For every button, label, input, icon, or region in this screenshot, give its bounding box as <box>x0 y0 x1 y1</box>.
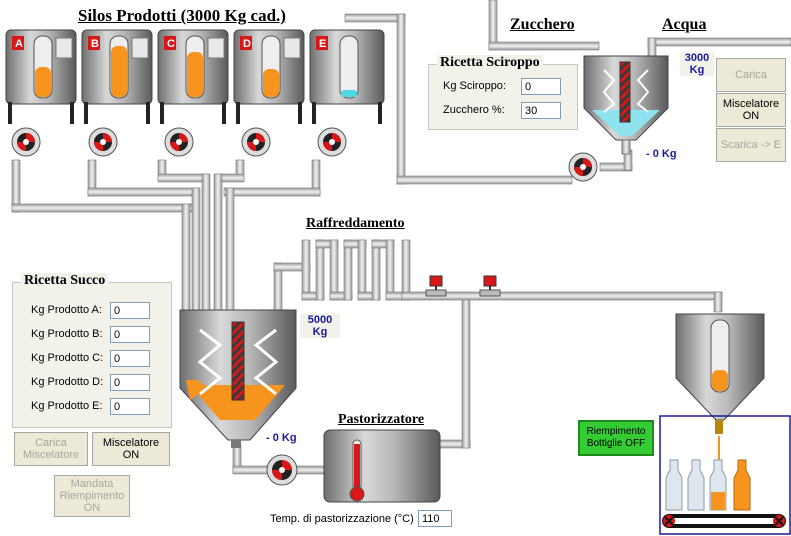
svg-text:D: D <box>243 38 251 50</box>
carica-miscelatore-l2: Miscelatore <box>22 449 80 461</box>
kg-prodotto-a-input[interactable]: 0 <box>110 302 150 319</box>
kg-prodotto-c-label: Kg Prodotto C: <box>31 352 104 364</box>
silo-a: A <box>5 29 77 124</box>
carica-miscelatore-l1: Carica <box>35 437 67 449</box>
kg-sciroppo-label: Kg Sciroppo: <box>443 80 506 92</box>
silo-pumps <box>11 127 347 157</box>
svg-text:C: C <box>167 38 175 50</box>
kg-prodotto-e-label: Kg Prodotto E: <box>31 400 103 412</box>
riempimento-bottiglie-button[interactable]: Riempimento Bottiglie OFF <box>578 420 654 456</box>
miscelatore-state: ON <box>122 449 140 461</box>
silos-title: Silos Prodotti (3000 Kg cad.) <box>78 6 286 25</box>
pipes <box>11 0 791 475</box>
raffreddamento-title: Raffreddamento <box>306 216 405 231</box>
syrup-weight-readout: 3000 Kg <box>680 52 714 76</box>
silo-c: C <box>157 29 229 124</box>
syrup-weight-value: 3000 <box>684 52 710 64</box>
conveyor-right-icon <box>773 515 785 527</box>
svg-text:E: E <box>319 38 326 50</box>
zucchero-title: Zucchero <box>510 16 575 33</box>
svg-text:B: B <box>91 38 99 50</box>
ricetta-succo-legend: Ricetta Succo <box>21 273 109 289</box>
conveyor-left-icon <box>663 515 675 527</box>
kg-prodotto-b-input[interactable]: 0 <box>110 326 150 343</box>
scarica-button[interactable]: Scarica -> E <box>716 128 786 162</box>
svg-text:A: A <box>15 38 23 50</box>
silo-e: E <box>309 29 385 124</box>
kg-prodotto-e-input[interactable]: 0 <box>110 398 150 415</box>
miscelatore-syrup-button[interactable]: Miscelatore ON <box>716 93 786 127</box>
mixer-tank <box>179 309 297 448</box>
kg-prodotto-c-input[interactable]: 0 <box>110 350 150 367</box>
mandata-l3: ON <box>83 502 101 514</box>
filling-tank <box>675 313 765 434</box>
mixer-weight-value: 5000 <box>307 314 333 326</box>
syrup-weight-unit: Kg <box>689 64 705 76</box>
mixer-pump <box>266 454 298 486</box>
kg-prodotto-b-label: Kg Prodotto B: <box>31 328 103 340</box>
silos-row: A B C D <box>5 29 385 124</box>
mandata-l2: Riempimento <box>59 490 125 502</box>
kg-sciroppo-input[interactable]: 0 <box>521 78 561 95</box>
miscelatore-syrup-state: ON <box>742 110 760 122</box>
bottle-2 <box>687 459 705 511</box>
pastorizzatore-title: Pastorizzatore <box>338 412 425 427</box>
temp-pastorizzazione-input[interactable]: 110 <box>418 510 452 527</box>
silo-d: D <box>233 29 305 124</box>
riempimento-l1: Riempimento <box>586 426 646 437</box>
syrup-pump <box>568 152 598 182</box>
ricetta-succo-panel: Ricetta Succo Kg Prodotto A: 0 Kg Prodot… <box>12 273 172 428</box>
silo-b: B <box>81 29 153 124</box>
bottle-1 <box>665 459 683 511</box>
bottle-4 <box>733 459 751 511</box>
miscelatore-syrup-label: Miscelatore <box>722 98 780 110</box>
kg-prodotto-d-label: Kg Prodotto D: <box>31 376 104 388</box>
mixer-zero-label: - 0 Kg <box>266 432 297 444</box>
zucchero-percent-input[interactable]: 30 <box>521 102 561 119</box>
ricetta-sciroppo-panel: Ricetta Sciroppo Kg Sciroppo: 0 Zucchero… <box>428 55 578 130</box>
silo-a-level <box>35 67 51 97</box>
zucchero-percent-label: Zucchero %: <box>443 104 505 116</box>
mandata-riempimento-button[interactable]: Mandata Riempimento ON <box>54 475 130 517</box>
syrup-zero-label: - 0 Kg <box>646 148 677 160</box>
temp-pastorizzazione-label: Temp. di pastorizzazione (°C) : <box>270 513 420 525</box>
kg-prodotto-d-input[interactable]: 0 <box>110 374 150 391</box>
carica-syrup-button[interactable]: Carica <box>716 58 786 92</box>
bottle-3 <box>709 459 727 511</box>
miscelatore-label: Miscelatore <box>102 437 160 449</box>
acqua-title: Acqua <box>662 16 707 33</box>
carica-miscelatore-button[interactable]: Carica Miscelatore <box>14 432 88 466</box>
valves <box>425 275 501 297</box>
mixer-weight-unit: Kg <box>312 326 328 338</box>
kg-prodotto-a-label: Kg Prodotto A: <box>31 304 102 316</box>
pasteurizer <box>323 429 441 503</box>
syrup-tank <box>583 55 669 155</box>
miscelatore-button[interactable]: Miscelatore ON <box>92 432 170 466</box>
bottling-area <box>659 415 791 535</box>
riempimento-l2: Bottiglie OFF <box>586 438 646 449</box>
mandata-l1: Mandata <box>70 478 114 490</box>
mixer-weight-readout: 5000 Kg <box>300 314 340 338</box>
ricetta-sciroppo-legend: Ricetta Sciroppo <box>437 55 543 71</box>
